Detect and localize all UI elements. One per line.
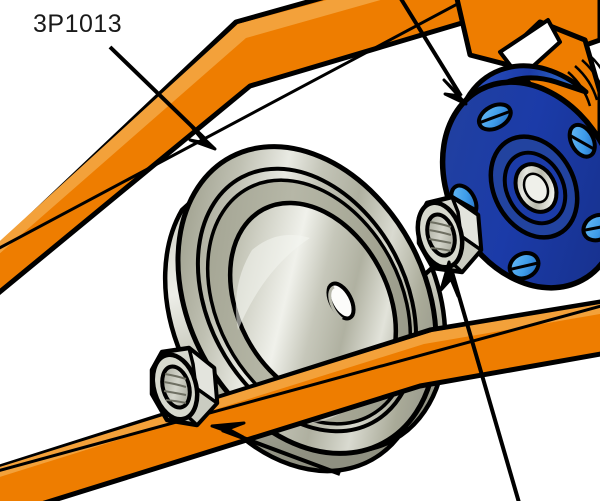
hub-shaft-hatching xyxy=(567,54,600,107)
leader-to-upper-beam xyxy=(108,45,217,151)
leader-to-lower-nut xyxy=(210,421,341,476)
leader-to-blue-hub xyxy=(399,0,468,106)
leader-lines xyxy=(108,0,521,501)
hex-nut-lower xyxy=(149,345,220,428)
part-number-label: 3P1013 xyxy=(33,10,123,38)
orange-frame-beam-upper xyxy=(0,0,549,296)
blue-hub-flange xyxy=(439,54,600,291)
leader-to-upper-nut xyxy=(439,260,521,501)
orange-frame-beam-lower xyxy=(0,299,600,501)
hex-nut-upper xyxy=(415,194,484,275)
